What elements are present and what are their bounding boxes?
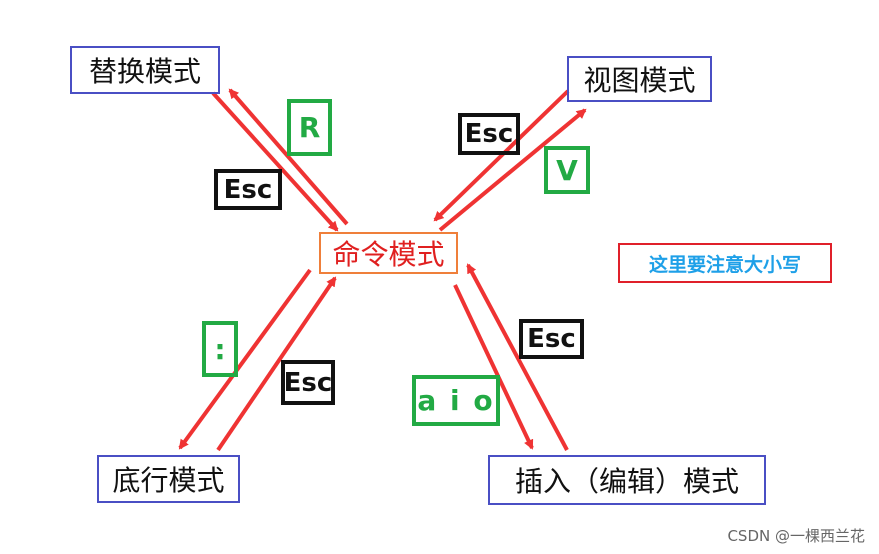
arrow-lastline-to-command [216, 276, 337, 452]
arrow-replace-to-command [211, 91, 339, 232]
arrow-to-replace [228, 88, 349, 226]
esc-key-replace: Esc [214, 169, 282, 210]
r-key: R [287, 99, 332, 156]
v-key: V [544, 146, 590, 194]
arrow-to-lastline [178, 268, 312, 450]
case-sensitive-note: 这里要注意大小写 [618, 243, 832, 283]
aio-keys: a i o [412, 375, 500, 426]
arrow-to-visual [438, 108, 587, 232]
esc-key-insert: Esc [519, 319, 584, 359]
command-mode-box: 命令模式 [319, 232, 458, 274]
arrow-insert-to-command [466, 263, 569, 451]
esc-key-visual: Esc [458, 113, 520, 155]
replace-mode-box: 替换模式 [70, 46, 220, 94]
arrow-to-insert [453, 284, 534, 450]
colon-key: : [202, 321, 238, 377]
insert-mode-box: 插入（编辑）模式 [488, 455, 766, 505]
arrow-visual-to-command [433, 89, 570, 222]
watermark: CSDN @一棵西兰花 [727, 527, 865, 545]
visual-mode-box: 视图模式 [567, 56, 712, 102]
lastline-mode-box: 底行模式 [97, 455, 240, 503]
esc-key-lastline: Esc [281, 360, 335, 405]
